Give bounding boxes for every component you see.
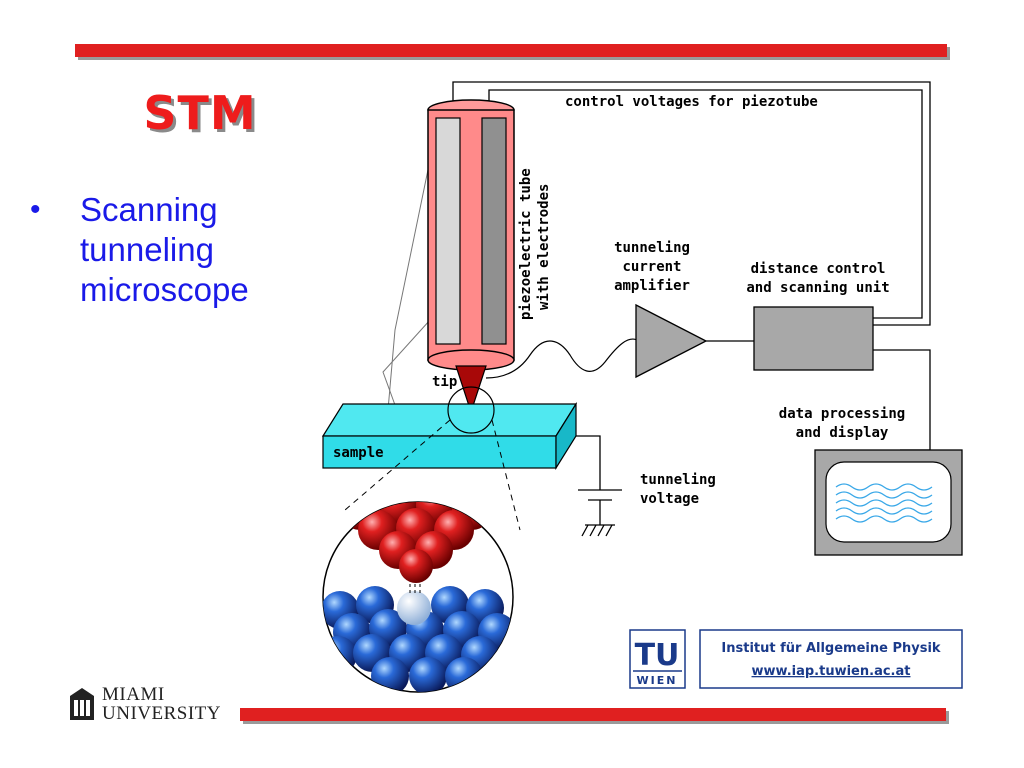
tunneling-voltage-label-line2: voltage (640, 491, 699, 507)
distance-control-label-line1: distance control (751, 261, 886, 277)
top-accent-bar (75, 44, 947, 57)
tip-wire (485, 338, 638, 379)
piezo-label: piezoelectric tube with electrodes (518, 168, 552, 320)
piezo-label-line1: piezoelectric tube (518, 168, 534, 320)
amplifier-label-line3: amplifier (614, 278, 690, 294)
amplifier-label-line2: current (622, 259, 681, 275)
distance-control-label-line2: and scanning unit (746, 280, 889, 296)
bullet-item: Scanning tunneling microscope (80, 191, 249, 308)
institute-name: Institut für Allgemeine Physik (721, 641, 941, 656)
piezo-label-line2: with electrodes (536, 184, 552, 310)
tunneling-voltage-label-line1: tunneling (640, 472, 716, 488)
data-processing-label-line2: and display (796, 425, 889, 441)
distance-control-unit (753, 306, 874, 371)
miami-seal-icon (70, 688, 94, 720)
tu-letters: TU (635, 638, 680, 673)
amplifier-symbol (635, 303, 708, 379)
tip-label: tip (432, 374, 457, 390)
atomic-zoom-view (322, 501, 514, 693)
control-voltages-label: control voltages for piezotube (565, 94, 818, 110)
miami-line1: MIAMI (102, 684, 165, 705)
voltage-circuit (576, 435, 622, 537)
control-wires (452, 81, 931, 326)
tu-city: WIEN (637, 674, 678, 687)
miami-line2: UNIVERSITY (102, 703, 221, 724)
bullet-dot-icon: • (30, 193, 41, 226)
piezo-tube (427, 99, 515, 414)
tip-zoom-marker (447, 386, 495, 434)
tu-wien-logo: TU WIEN (629, 629, 686, 689)
substrate-atoms (323, 586, 513, 692)
sample-label: sample (333, 445, 384, 461)
institute-logo: Institut für Allgemeine Physik www.iap.t… (699, 629, 963, 689)
institute-url: www.iap.tuwien.ac.at (752, 664, 911, 679)
miami-university-logo: MIAMI UNIVERSITY (68, 684, 238, 728)
bottom-accent-bar (240, 708, 946, 721)
amplifier-label-line1: tunneling (614, 240, 690, 256)
tunneling-gap-lines (409, 572, 421, 595)
data-processing-label-line1: data processing (779, 406, 905, 422)
zoom-lines (344, 419, 521, 531)
scan-outline (382, 159, 431, 411)
slide-title: STM (143, 86, 257, 140)
display-monitor (814, 449, 963, 556)
